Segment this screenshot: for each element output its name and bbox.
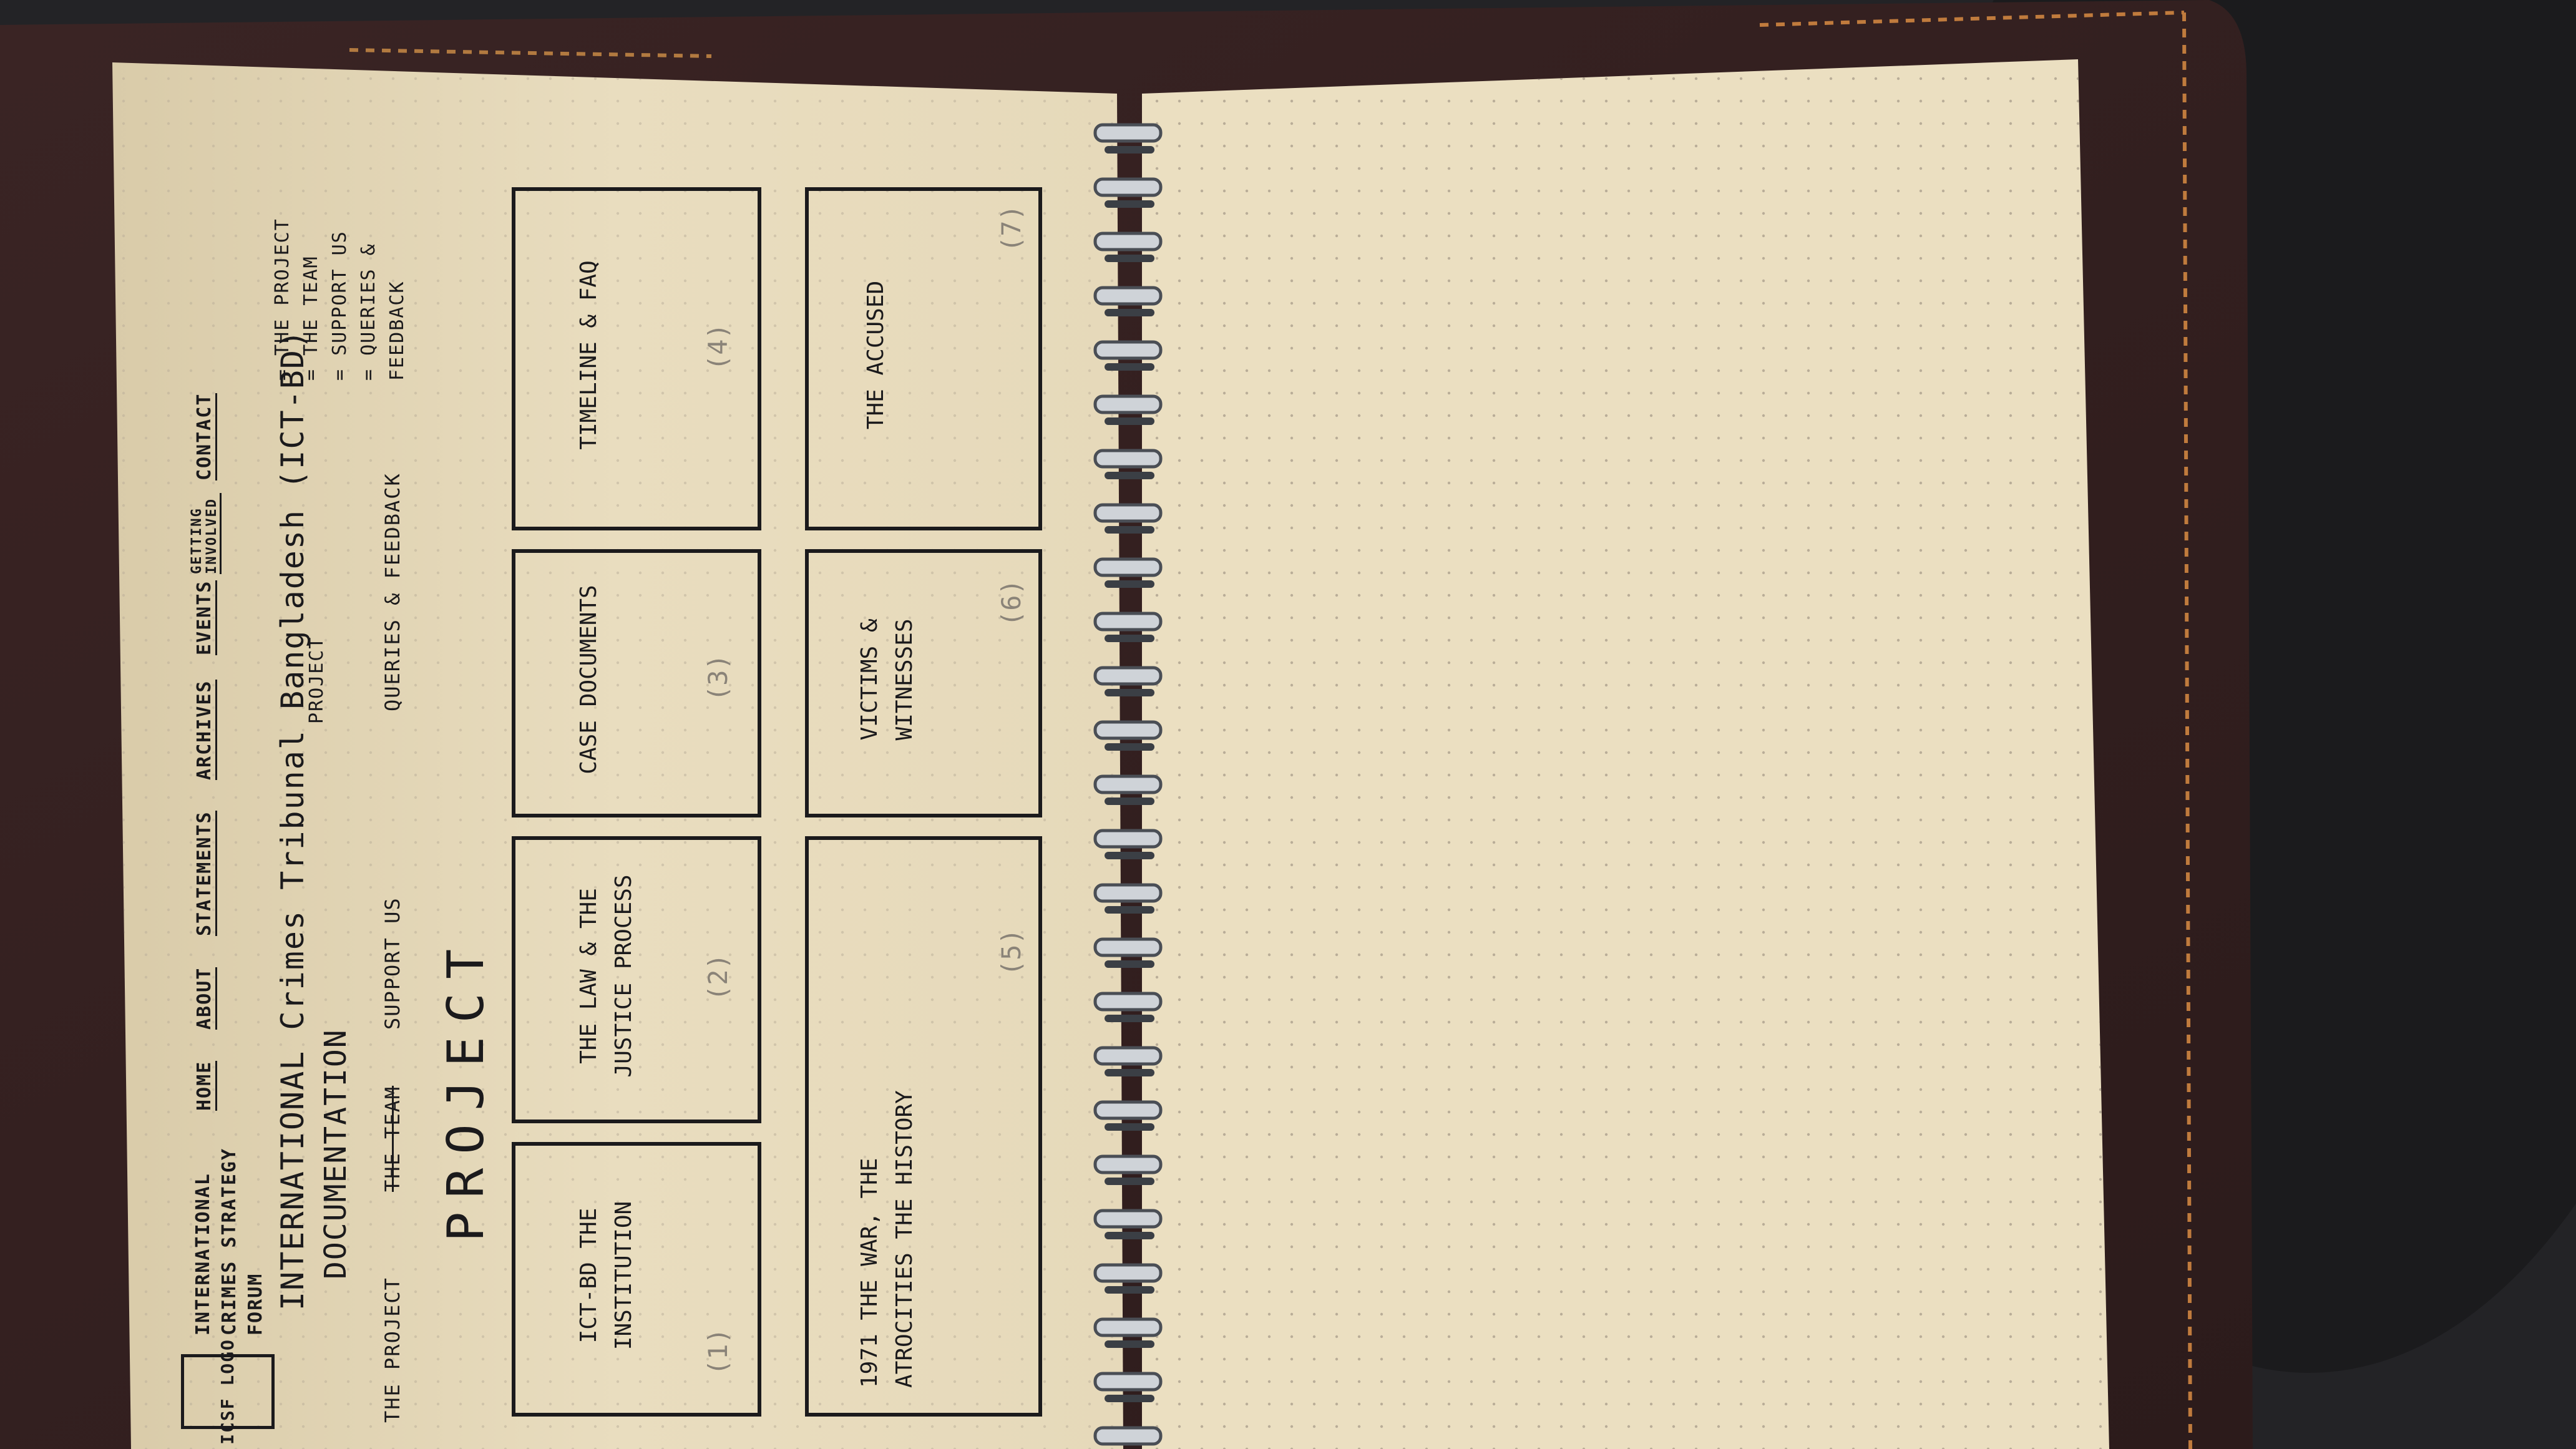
spiral-hole xyxy=(1105,417,1154,425)
tile-number: (5) xyxy=(996,929,1027,976)
tile-case-documents: CASE DOCUMENTS (3) xyxy=(512,549,761,817)
spiral-hole xyxy=(1105,1232,1154,1239)
spiral-hole xyxy=(1105,1178,1154,1185)
spiral-hole xyxy=(1105,472,1154,479)
tile-accused: THE ACCUSED (7) xyxy=(805,187,1042,530)
spiral-hole xyxy=(1105,363,1154,371)
spiral-hole xyxy=(1105,689,1154,696)
tile-number: (4) xyxy=(703,323,733,371)
spiral-hole xyxy=(1105,743,1154,751)
spiral-coil xyxy=(1093,1317,1163,1337)
spiral-coil xyxy=(1093,992,1163,1012)
tile-victims: VICTIMS & WITNESSES (6) xyxy=(805,549,1042,817)
tile-law: THE LAW & THE JUSTICE PROCESS (2) xyxy=(512,836,761,1123)
spiral-coil xyxy=(1093,557,1163,577)
tile-number: (7) xyxy=(996,205,1027,252)
tile-1971: 1971 THE WAR, THE ATROCITIES THE HISTORY… xyxy=(805,836,1042,1417)
wireframe-sketch: ICSF LOGO INTERNATIONAL CRIMES STRATEGY … xyxy=(125,94,1042,1445)
spiral-hole xyxy=(1105,852,1154,859)
spiral-coil xyxy=(1093,177,1163,197)
spiral-coil xyxy=(1093,1209,1163,1229)
project-word: PROJECT xyxy=(437,935,495,1242)
spiral-coil xyxy=(1093,937,1163,957)
logo-text: ICSF LOGO xyxy=(217,1339,238,1445)
spiral-coil xyxy=(1093,1426,1163,1446)
nav-getting-involved: GETTING INVOLVED xyxy=(189,493,222,574)
tile-label: 1971 THE WAR, THE ATROCITIES THE HISTORY xyxy=(857,1090,917,1388)
spiral-coil xyxy=(1093,286,1163,306)
tile-label: ICT-BD THE INSTITUTION xyxy=(576,1201,637,1350)
spiral-coil xyxy=(1093,1263,1163,1283)
heading-tag: PROJECT xyxy=(306,636,328,724)
spiral-hole xyxy=(1105,1395,1154,1402)
spiral-coil xyxy=(1093,503,1163,523)
nav-statements: STATEMENTS xyxy=(193,811,217,936)
spiral-binding xyxy=(1093,123,1163,1446)
tile-label: TIMELINE & FAQ xyxy=(576,260,602,450)
side-item: = THE PROJECT xyxy=(271,218,293,381)
subnav-support: SUPPORT US xyxy=(381,897,404,1030)
spiral-hole xyxy=(1105,1123,1154,1131)
subnav-team: THE TEAM xyxy=(381,1085,404,1192)
spiral-coil xyxy=(1093,1100,1163,1120)
spiral-hole xyxy=(1105,580,1154,588)
spiral-hole xyxy=(1105,1015,1154,1022)
spiral-coil xyxy=(1093,1046,1163,1066)
tile-timeline: TIMELINE & FAQ (4) xyxy=(512,187,761,530)
spiral-coil xyxy=(1093,1372,1163,1392)
tile-number: (3) xyxy=(703,654,733,701)
nav-home: HOME xyxy=(193,1060,217,1111)
spiral-coil xyxy=(1093,1154,1163,1174)
spiral-coil xyxy=(1093,394,1163,414)
subnav-project: THE PROJECT xyxy=(381,1277,404,1423)
spiral-coil xyxy=(1093,666,1163,686)
spiral-coil xyxy=(1093,232,1163,251)
spiral-hole xyxy=(1105,255,1154,262)
nav-archives: ARCHIVES xyxy=(193,680,217,780)
tile-number: (2) xyxy=(703,954,733,1001)
spiral-hole xyxy=(1105,798,1154,805)
side-item: = SUPPORT US xyxy=(329,230,351,381)
nav-events: EVENTS xyxy=(193,580,217,655)
heading-line1: INTERNATIONAL Crimes Tribunal Bangladesh… xyxy=(275,328,311,1310)
tile-label: CASE DOCUMENTS xyxy=(576,585,602,774)
spiral-coil xyxy=(1093,449,1163,469)
spiral-coil xyxy=(1093,720,1163,740)
spiral-coil xyxy=(1093,774,1163,794)
subnav-queries: QUERIES & FEEDBACK xyxy=(381,472,404,711)
cover-stitching xyxy=(2182,12,2192,1449)
spiral-hole xyxy=(1105,635,1154,642)
spiral-coil xyxy=(1093,340,1163,360)
side-item: = THE TEAM xyxy=(300,255,322,381)
tile-ict-bd: ICT-BD THE INSTITUTION (1) xyxy=(512,1142,761,1417)
nav-about: ABOUT xyxy=(193,967,217,1030)
spiral-hole xyxy=(1105,146,1154,154)
spiral-hole xyxy=(1105,1069,1154,1076)
spiral-hole xyxy=(1105,309,1154,316)
org-name: INTERNATIONAL CRIMES STRATEGY FORUM xyxy=(192,1148,266,1335)
spiral-hole xyxy=(1105,1286,1154,1294)
tile-number: (6) xyxy=(996,579,1027,627)
spiral-hole xyxy=(1105,1340,1154,1348)
tile-label: VICTIMS & WITNESSES xyxy=(857,618,917,741)
spiral-coil xyxy=(1093,829,1163,849)
tile-label: THE LAW & THE JUSTICE PROCESS xyxy=(576,874,637,1078)
side-item: = QUERIES & FEEDBACK xyxy=(358,243,408,381)
heading-line2: DOCUMENTATION xyxy=(318,1028,353,1279)
spiral-coil xyxy=(1093,883,1163,903)
spiral-coil xyxy=(1093,612,1163,632)
spiral-hole xyxy=(1105,200,1154,208)
spiral-hole xyxy=(1105,526,1154,534)
tile-number: (1) xyxy=(703,1328,733,1375)
logo-box: ICSF LOGO xyxy=(181,1339,275,1445)
side-list: = THE PROJECT = THE TEAM = SUPPORT US = … xyxy=(268,181,412,381)
tile-label: THE ACCUSED xyxy=(863,280,889,430)
nav-contact: CONTACT xyxy=(193,393,217,481)
spiral-hole xyxy=(1105,906,1154,914)
spiral-hole xyxy=(1105,960,1154,968)
spiral-coil xyxy=(1093,123,1163,143)
